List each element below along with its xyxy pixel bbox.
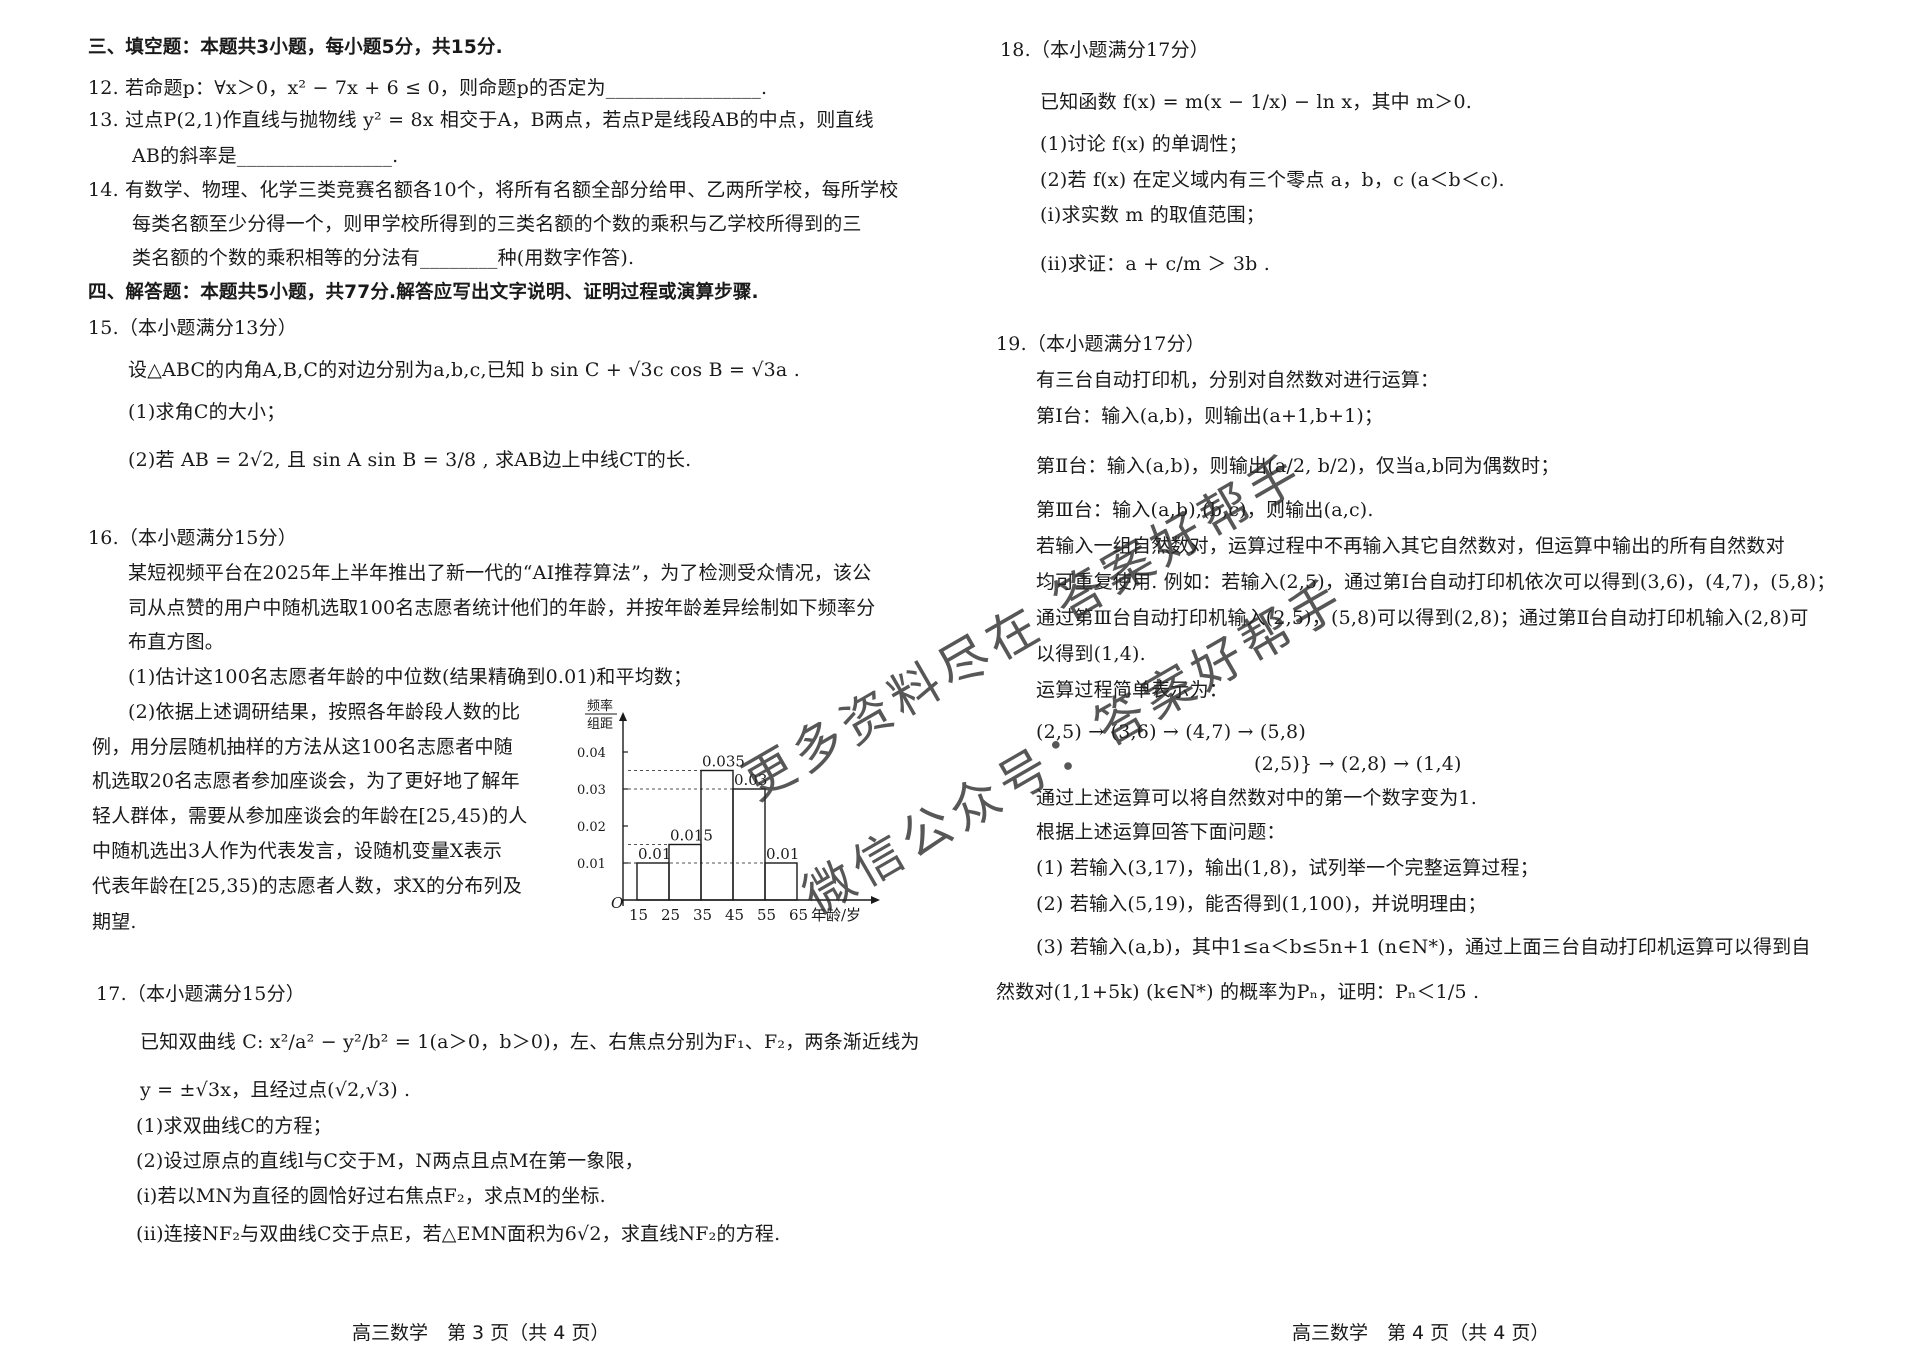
x-axis-label: 年龄/岁 — [811, 906, 861, 924]
y-axis-label: 频率 — [587, 698, 613, 714]
page-footer-4: 高三数学 第 4 页（共 4 页） — [1292, 1322, 1550, 1344]
question-16-stem-3: 布直方图。 — [128, 631, 225, 653]
histogram-bar — [668, 843, 702, 901]
question-18-part-2-i: (i)求实数 m 的取值范围； — [1040, 204, 1265, 226]
question-17-stem-1: 已知双曲线 C: x²/a² − y²/b² = 1(a＞0，b＞0)，左、右焦… — [140, 1031, 920, 1053]
question-17-part-1: (1)求双曲线C的方程； — [136, 1115, 332, 1137]
page-3: 三、填空题：本题共3小题，每小题5分，共15分. 12. 若命题p：∀x＞0，x… — [88, 37, 920, 1344]
question-16-stem-2: 司从点赞的用户中随机选取100名志愿者统计他们的年龄，并按年龄差异绘制如下频率分 — [128, 597, 876, 619]
bar-value-label: 0.01 — [766, 845, 799, 863]
question-15-part-1: (1)求角C的大小； — [128, 401, 286, 423]
page-footer-3: 高三数学 第 3 页（共 4 页） — [352, 1322, 610, 1344]
question-15-part-2: (2)若 AB = 2√2, 且 sin A sin B = 3/8 , 求AB… — [128, 449, 692, 471]
question-16-part-2-7: 期望. — [92, 911, 137, 933]
question-19-process-row-1: (2,5) → (3,6) → (4,7) → (5,8) — [1036, 721, 1306, 743]
question-16-part-2-2: 例，用分层随机抽样的方法从这100名志愿者中随 — [92, 736, 513, 758]
question-16-part-2-6: 代表年龄在[25,35)的志愿者人数，求X的分布列及 — [92, 875, 522, 897]
bar-value-label: 0.035 — [702, 753, 745, 771]
question-16-stem-1: 某短视频平台在2025年上半年推出了新一代的“AI推荐算法”，为了检测受众情况，… — [128, 562, 872, 584]
question-16-part-2-3: 机选取20名志愿者参加座谈会，为了更好地了解年 — [92, 770, 520, 792]
question-16-part-2-4: 轻人群体，需要从参加座谈会的年龄在[25,45)的人 — [92, 805, 528, 827]
question-16-part-2-1: (2)依据上述调研结果，按照各年龄段人数的比 — [128, 701, 521, 723]
origin-label: O — [611, 894, 623, 912]
histogram-bar — [764, 862, 798, 901]
question-19-part-1: (1) 若输入(3,17)，输出(1,8)，试列举一个完整运算过程； — [1036, 857, 1539, 879]
bar-value-label: 0.03 — [734, 771, 767, 789]
x-axis-arrow — [871, 896, 880, 904]
question-19-title: 19.（本小题满分17分） — [996, 333, 1205, 355]
question-19-rule-3: 通过第Ⅲ台自动打印机输入(2,5)，(5,8)可以得到(2,8)；通过第Ⅱ台自动… — [1036, 607, 1809, 629]
question-19-rule-2: 均可重复使用. 例如：若输入(2,5)，通过第Ⅰ台自动打印机依次可以得到(3,6… — [1036, 571, 1836, 593]
question-18-stem: 已知函数 f(x) = m(x − 1/x) − ln x，其中 m＞0. — [1040, 91, 1473, 113]
question-19-part-3: (3) 若输入(a,b)，其中1≤a＜b≤5n+1 (n∈N*)，通过上面三台自… — [1036, 936, 1811, 958]
x-tick-label: 35 — [693, 906, 712, 924]
histogram-bars — [636, 769, 798, 901]
question-17-stem-2: y = ±√3x，且经过点(√2,√3) . — [140, 1079, 411, 1101]
question-18-part-1: (1)讨论 f(x) 的单调性； — [1040, 133, 1248, 155]
x-tick-label: 45 — [725, 906, 744, 924]
x-tick-label: 65 — [789, 906, 808, 924]
histogram-bar — [732, 788, 766, 901]
y-tick-label: 0.04 — [577, 746, 606, 761]
y-tick-label: 0.01 — [577, 857, 606, 872]
question-19-rule-1: 若输入一组自然数对，运算过程中不再输入其它自然数对，但运算中输出的所有自然数对 — [1036, 535, 1785, 557]
x-tick-label: 55 — [757, 906, 776, 924]
question-17-part-2: (2)设过原点的直线l与C交于M，N两点且点M在第一象限， — [136, 1150, 644, 1172]
x-tick-label: 15 — [629, 906, 648, 924]
question-14-cont-1: 每类名额至少分得一个，则甲学校所得到的三类名额的个数的乘积与乙学校所得到的三 — [132, 213, 862, 235]
question-17-title: 17.（本小题满分15分） — [96, 983, 305, 1005]
question-16-part-2-5: 中随机选出3人作为代表发言，设随机变量X表示 — [92, 840, 503, 862]
question-19-stem: 有三台自动打印机，分别对自然数对进行运算： — [1036, 369, 1440, 391]
question-13-cont: AB的斜率是________________. — [132, 145, 399, 167]
question-14: 14. 有数学、物理、化学三类竞赛名额各10个，将所有名额全部分给甲、乙两所学校… — [88, 179, 899, 201]
question-14-cont-2: 类名额的个数的乘积相等的分法有________种(用数字作答). — [132, 247, 635, 269]
y-tick-label: 0.03 — [577, 783, 606, 798]
question-12: 12. 若命题p：∀x＞0，x² − 7x + 6 ≤ 0，则命题p的否定为__… — [88, 77, 768, 99]
question-19-process-row-2: (2,5)} → (2,8) → (1,4) — [1254, 753, 1462, 775]
bar-value-label: 0.01 — [638, 845, 671, 863]
bar-value-label: 0.015 — [670, 827, 713, 845]
question-19-prompt: 根据上述运算回答下面问题： — [1036, 821, 1286, 843]
question-19-printer-2: 第Ⅱ台：输入(a,b)，则输出(a/2, b/2)，仅当a,b同为偶数时； — [1036, 455, 1560, 477]
question-19-rule-4: 以得到(1,4). — [1036, 643, 1146, 665]
question-19-note: 通过上述运算可以将自然数对中的第一个数字变为1. — [1036, 787, 1477, 809]
section-solve-heading: 四、解答题：本题共5小题，共77分.解答应写出文字说明、证明过程或演算步骤. — [88, 282, 759, 303]
question-17-part-2-i: (i)若以MN为直径的圆恰好过右焦点F₂，求点M的坐标. — [136, 1185, 606, 1207]
x-tick-label: 25 — [661, 906, 680, 924]
question-19-printer-1: 第Ⅰ台：输入(a,b)，则输出(a+1,b+1)； — [1036, 405, 1384, 427]
question-18-part-2: (2)若 f(x) 在定义域内有三个零点 a，b，c (a＜b＜c). — [1040, 169, 1505, 191]
question-18-title: 18.（本小题满分17分） — [1000, 39, 1209, 61]
histogram-bar — [636, 862, 670, 901]
question-15-title: 15.（本小题满分13分） — [88, 317, 297, 339]
question-13: 13. 过点P(2,1)作直线与抛物线 y² = 8x 相交于A，B两点，若点P… — [88, 109, 874, 131]
question-15-stem: 设△ABC的内角A,B,C的对边分别为a,b,c,已知 b sin C + √3… — [128, 359, 800, 381]
question-19-part-2: (2) 若输入(5,19)，能否得到(1,100)，并说明理由； — [1036, 893, 1487, 915]
question-19-process-intro: 运算过程简单表示为： — [1036, 679, 1229, 701]
question-16-part-1: (1)估计这100名志愿者年龄的中位数(结果精确到0.01)和平均数； — [128, 666, 693, 688]
question-19-printer-3: 第Ⅲ台：输入(a,b),(b,c)，则输出(a,c). — [1036, 499, 1374, 521]
y-tick-label: 0.02 — [577, 820, 606, 835]
page-4: 18.（本小题满分17分） 已知函数 f(x) = m(x − 1/x) − l… — [960, 0, 1920, 1356]
y-axis-label-denominator: 组距 — [587, 717, 613, 732]
question-17-part-2-ii: (ii)连接NF₂与双曲线C交于点E，若△EMN面积为6√2，求直线NF₂的方程… — [136, 1223, 781, 1245]
section-fill-blank-heading: 三、填空题：本题共3小题，每小题5分，共15分. — [88, 37, 503, 58]
question-16-title: 16.（本小题满分15分） — [88, 527, 297, 549]
y-axis-arrow — [619, 712, 627, 721]
question-19-part-3-cont: 然数对(1,1+5k) (k∈N*) 的概率为Pₙ，证明：Pₙ＜1/5 . — [996, 981, 1480, 1003]
question-18-part-2-ii: (ii)求证：a + c/m ＞ 3b . — [1040, 253, 1270, 275]
